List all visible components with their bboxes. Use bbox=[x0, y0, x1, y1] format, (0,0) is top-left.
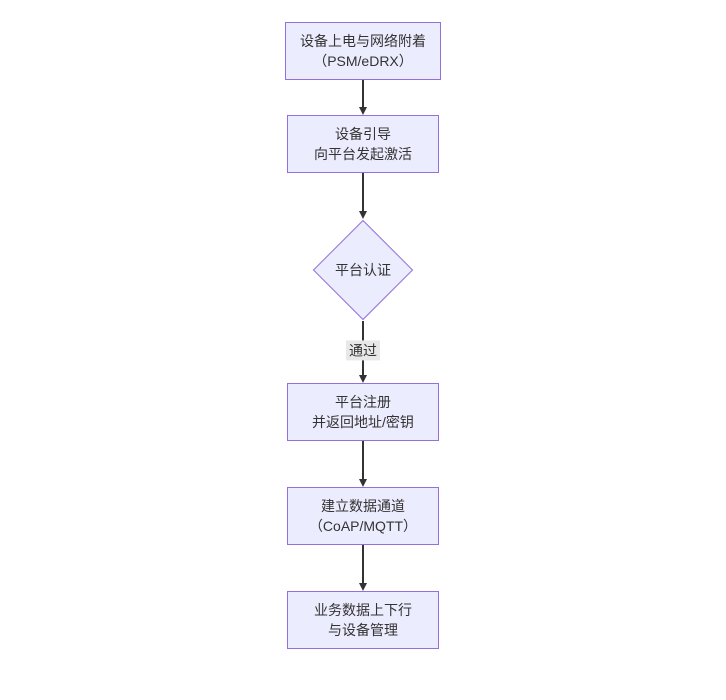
arrow-head-icon bbox=[359, 107, 367, 115]
node-business-data: 业务数据上下行 与设备管理 bbox=[287, 591, 439, 649]
arrow-shaft bbox=[362, 545, 364, 583]
node-text-line1: 平台注册 bbox=[335, 394, 391, 410]
node-register: 平台注册 并返回地址/密钥 bbox=[287, 383, 439, 441]
arrow-head-icon bbox=[359, 583, 367, 591]
node-text-line1: 设备上电与网络附着 bbox=[300, 33, 426, 49]
node-text-line1: 业务数据上下行 bbox=[314, 602, 412, 618]
arrow-head-icon bbox=[359, 479, 367, 487]
node-text-line2: 与设备管理 bbox=[328, 622, 398, 638]
node-text-line1: 平台认证 bbox=[335, 262, 391, 278]
arrow-shaft bbox=[362, 80, 364, 107]
node-text-line2: （CoAP/MQTT） bbox=[308, 518, 418, 534]
arrow-head-icon bbox=[359, 211, 367, 219]
node-text-line1: 建立数据通道 bbox=[321, 498, 405, 514]
arrow-attach-to-bootstrap bbox=[359, 80, 367, 115]
arrow-register-to-channel bbox=[359, 441, 367, 487]
arrow-head-icon bbox=[359, 375, 367, 383]
node-bootstrap: 设备引导 向平台发起激活 bbox=[287, 115, 439, 173]
node-text-line1: 设备引导 bbox=[335, 126, 391, 142]
arrow-auth-to-register: 通过 bbox=[346, 321, 380, 383]
arrow-shaft bbox=[362, 173, 364, 211]
edge-label-pass: 通过 bbox=[346, 340, 380, 361]
arrow-channel-to-business bbox=[359, 545, 367, 591]
arrow-shaft bbox=[362, 441, 364, 479]
node-network-attach: 设备上电与网络附着 （PSM/eDRX） bbox=[285, 22, 441, 80]
node-data-channel: 建立数据通道 （CoAP/MQTT） bbox=[287, 487, 439, 545]
arrow-bootstrap-to-auth bbox=[359, 173, 367, 219]
node-text-line2: 并返回地址/密钥 bbox=[312, 414, 414, 430]
node-text-line2: 向平台发起激活 bbox=[314, 146, 412, 162]
node-text-line2: （PSM/eDRX） bbox=[313, 53, 413, 69]
node-platform-auth: 平台认证 bbox=[312, 219, 414, 321]
